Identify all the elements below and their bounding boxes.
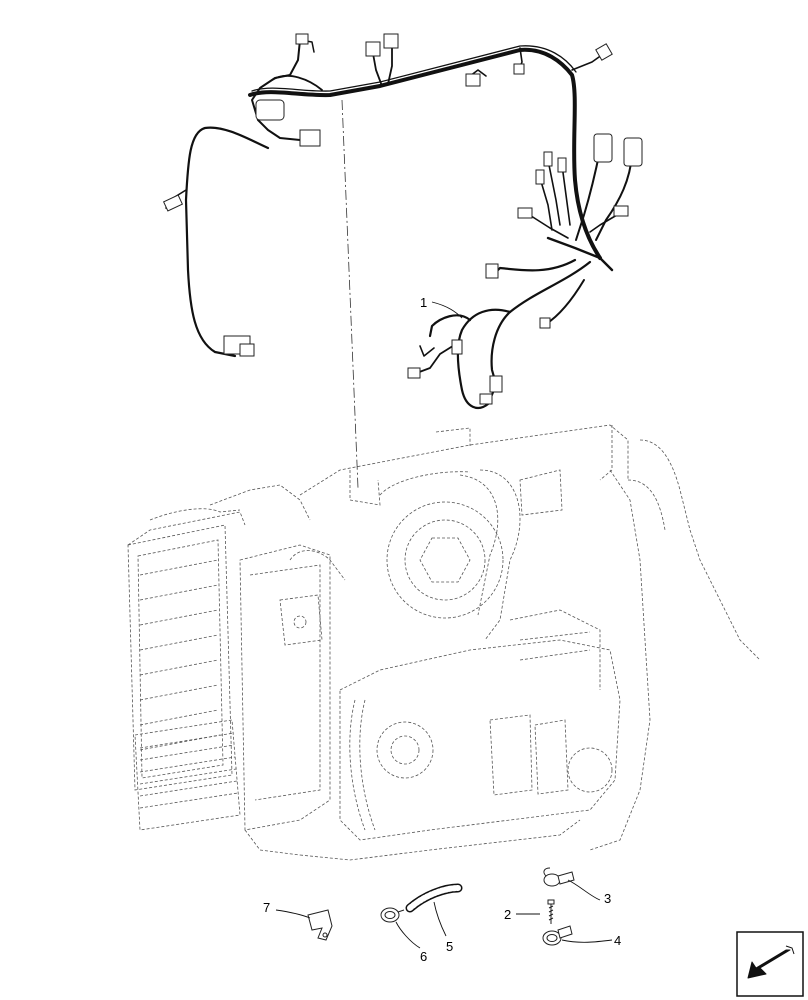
corrugated-sleeve (405, 883, 463, 913)
arrow-navigation-icon[interactable] (736, 931, 804, 997)
callout-5: 5 (446, 939, 453, 954)
callout-6: 6 (420, 949, 427, 964)
callout-2: 2 (504, 907, 511, 922)
mounting-bracket (307, 909, 333, 941)
reference-line (341, 99, 359, 489)
callout-leaders (275, 301, 613, 949)
engine-assembly (127, 424, 761, 861)
hose-clamp (380, 907, 405, 923)
p-clip-lower (542, 925, 573, 946)
wiring-harness (162, 33, 643, 409)
callout-7: 7 (263, 900, 270, 915)
callout-1: 1 (420, 295, 427, 310)
callout-3: 3 (604, 891, 611, 906)
callout-4: 4 (614, 933, 621, 948)
p-clip-upper (543, 867, 575, 887)
bolt (547, 899, 555, 924)
